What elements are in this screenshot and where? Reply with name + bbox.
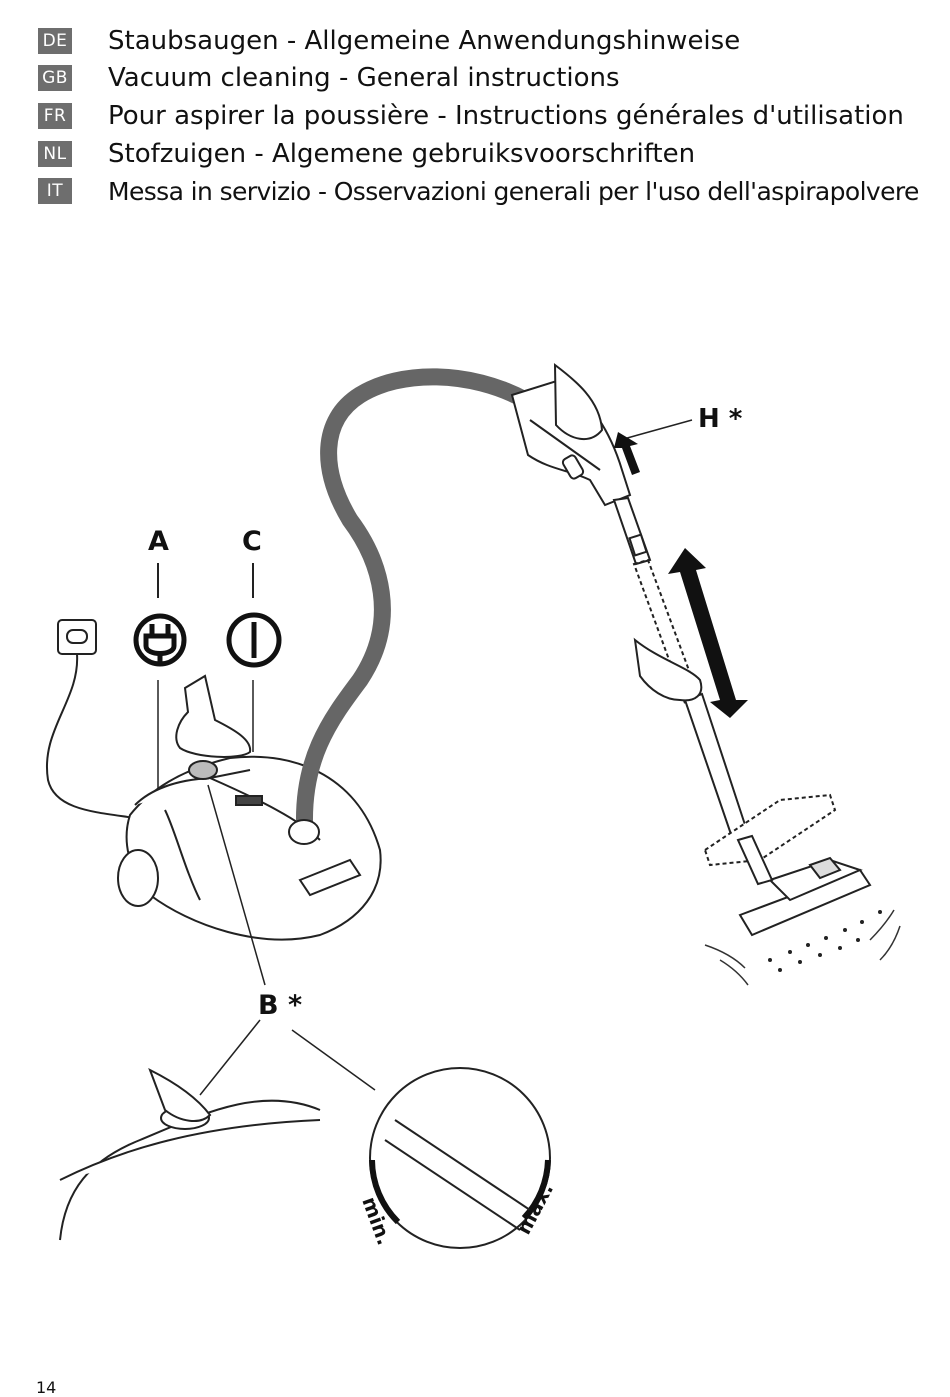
heading-nl: NL Stofzuigen - Algemene gebruiksvoorsch…: [38, 139, 695, 169]
floor-nozzle: [703, 793, 872, 937]
dust-particles: [768, 910, 882, 972]
wall-socket-icon: [45, 619, 136, 819]
hand-icon: [633, 637, 703, 702]
telescopic-tube: [612, 496, 752, 848]
motion-lines: [704, 909, 901, 986]
double-arrow-icon: [668, 548, 748, 718]
plug-icon: [133, 613, 187, 667]
heading-it: IT Messa in servizio - Osservazioni gene…: [38, 176, 919, 206]
up-arrow-icon: [614, 432, 640, 475]
label-b: B *: [258, 990, 302, 1021]
label-h: H *: [698, 404, 743, 434]
heading-gb: GB Vacuum cleaning - General instruction…: [38, 63, 620, 93]
page-number: 14: [36, 1378, 57, 1397]
heading-text-fr: Pour aspirer la poussière - Instructions…: [108, 101, 904, 131]
heading-de: DE Staubsaugen - Allgemeine Anwendungshi…: [38, 26, 740, 56]
label-c: C: [242, 526, 262, 557]
heading-text-gb: Vacuum cleaning - General instructions: [108, 63, 620, 93]
label-a: A: [148, 526, 169, 557]
suction-dial: [369, 1067, 551, 1249]
foot-icon: [175, 674, 252, 758]
language-badge-nl: NL: [38, 141, 72, 167]
heading-text-nl: Stofzuigen - Algemene gebruiksvoorschrif…: [108, 139, 696, 169]
language-badge-gb: GB: [38, 65, 72, 91]
regulator-closeup: [59, 1067, 321, 1241]
language-badge-fr: FR: [38, 103, 72, 129]
heading-text-de: Staubsaugen - Allgemeine Anwendungshinwe…: [108, 26, 741, 56]
language-badge-it: IT: [38, 178, 72, 204]
handle-grip: [510, 362, 632, 507]
heading-text-it: Messa in servizio - Osservazioni general…: [108, 176, 919, 206]
power-icon: [226, 612, 282, 668]
language-badge-de: DE: [38, 28, 72, 54]
hose: [295, 368, 534, 844]
heading-fr: FR Pour aspirer la poussière - Instructi…: [38, 101, 904, 131]
